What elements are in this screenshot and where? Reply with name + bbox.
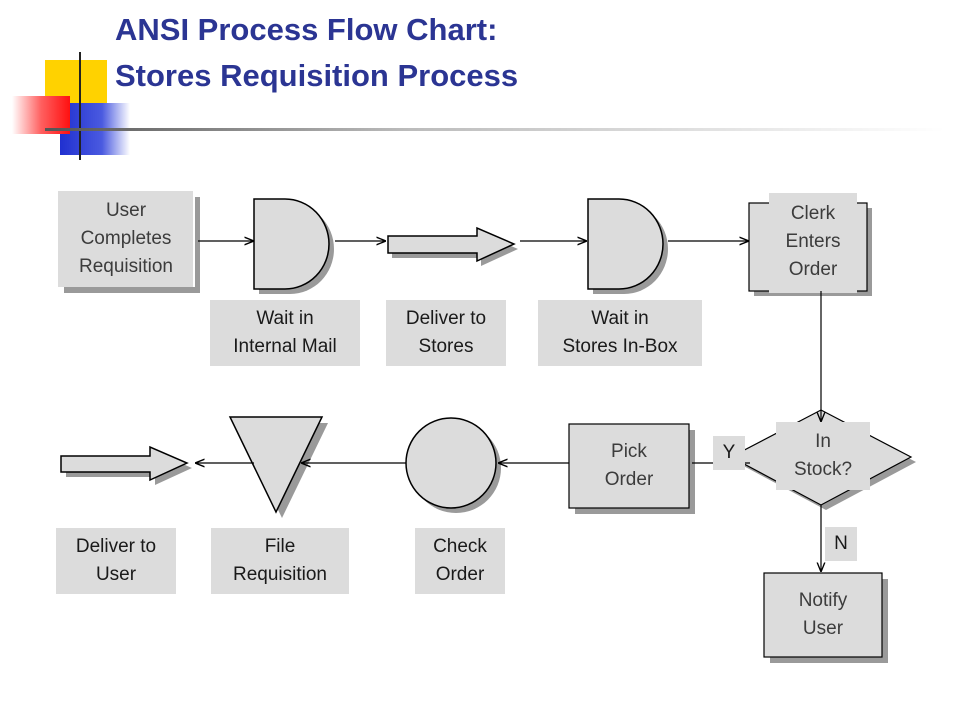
title-divider [45, 128, 945, 131]
label-pick-order: Pick Order [604, 441, 654, 490]
operation-clerk-enters [748, 193, 872, 296]
label-clerk-enters: Clerk Enters Order [785, 203, 841, 280]
label-notify-user: Notify User [798, 590, 848, 639]
label-no-branch: N [825, 527, 857, 561]
inspection-check-order [405, 417, 501, 513]
page-subtitle: Stores Requisition Process [115, 58, 519, 93]
label-yes-branch: Y [713, 436, 745, 470]
label-user-completes: User Completes Requisition [79, 200, 173, 277]
page-title: ANSI Process Flow Chart: [115, 12, 498, 47]
storage-file-requisition [228, 416, 328, 518]
delay-wait-inbox [587, 198, 668, 294]
operation-notify-user [763, 572, 888, 663]
label-check-order: Check Order [415, 528, 505, 594]
label-file-requisition: File Requisition [211, 528, 349, 594]
red-square [12, 96, 70, 134]
operation-user-completes [58, 191, 200, 293]
operation-pick-order [568, 423, 695, 514]
label-deliver-user: Deliver to User [56, 528, 176, 594]
label-wait-mail: Wait in Internal Mail [210, 300, 360, 366]
transport-deliver-user [60, 445, 192, 485]
label-deliver-stores: Deliver to Stores [386, 300, 506, 366]
decision-in-stock [729, 409, 916, 510]
label-wait-inbox: Wait in Stores In-Box [538, 300, 702, 366]
delay-wait-mail [253, 198, 334, 294]
transport-deliver-stores [387, 226, 518, 266]
label-in-stock: In Stock? [793, 431, 853, 480]
